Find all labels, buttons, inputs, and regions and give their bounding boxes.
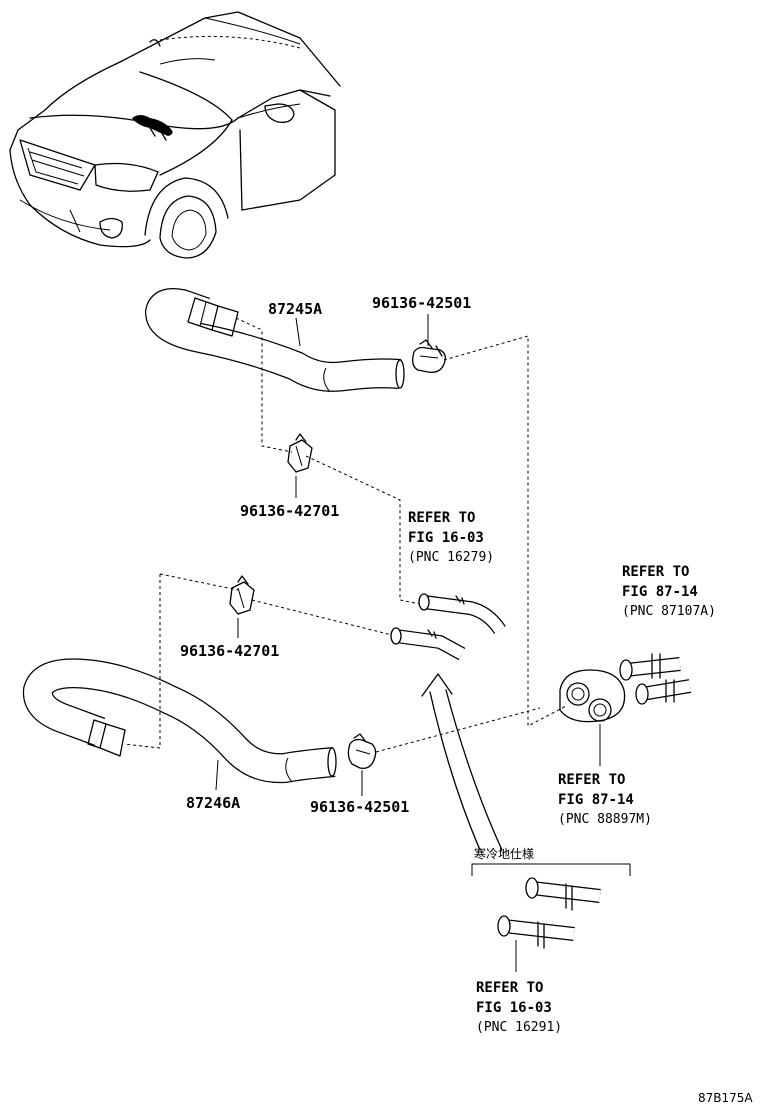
ref-fig8714-mid-line1: REFER TO — [558, 772, 625, 788]
clamp-lower-mid — [229, 575, 255, 615]
ref-fig1603-bottom-line2: FIG 16-03 — [476, 1000, 552, 1016]
ref-fig1603-bottom-line1: REFER TO — [476, 980, 543, 996]
label-clamp-upper-right: 96136-42501 — [372, 294, 471, 312]
ref-fig1603-top-line3: (PNC 16279) — [408, 550, 494, 565]
label-clamp-lower-mid: 96136-42701 — [180, 642, 279, 660]
heater-grommet — [559, 669, 626, 723]
cold-region-spec-label: 寒冷地仕様 — [474, 846, 534, 861]
clamp-upper-right — [412, 339, 446, 373]
diagram-code: 87B175A — [698, 1091, 753, 1105]
ref-fig8714-mid-line3: (PNC 88897M) — [558, 812, 652, 827]
hose-87245a — [145, 288, 405, 393]
label-clamp-upper-mid: 96136-42701 — [240, 502, 339, 520]
pipes-engine-side — [390, 593, 506, 661]
pipes-heater-side — [619, 653, 692, 705]
label-87246a: 87246A — [186, 794, 240, 812]
ref-fig1603-top-line2: FIG 16-03 — [408, 530, 484, 546]
label-leaders — [215, 314, 601, 796]
clamp-upper-mid — [287, 433, 313, 473]
ref-fig8714-top-line2: FIG 87-14 — [622, 584, 698, 600]
pipes-cold-spec — [497, 877, 601, 972]
hose-87246a — [22, 658, 337, 784]
label-87245a: 87245A — [268, 300, 322, 318]
ref-fig1603-bottom-line3: (PNC 16291) — [476, 1020, 562, 1035]
label-clamp-lower-right: 96136-42501 — [310, 798, 409, 816]
cold-spec-bracket — [471, 863, 631, 876]
car-illustration — [9, 11, 341, 259]
ref-fig1603-top-line1: REFER TO — [408, 510, 475, 526]
ref-fig8714-top-line1: REFER TO — [622, 564, 689, 580]
clamp-lower-right — [347, 733, 377, 769]
ref-fig8714-mid-line2: FIG 87-14 — [558, 792, 634, 808]
ref-fig8714-top-line3: (PNC 87107A) — [622, 604, 716, 619]
direction-arrow — [421, 673, 503, 851]
